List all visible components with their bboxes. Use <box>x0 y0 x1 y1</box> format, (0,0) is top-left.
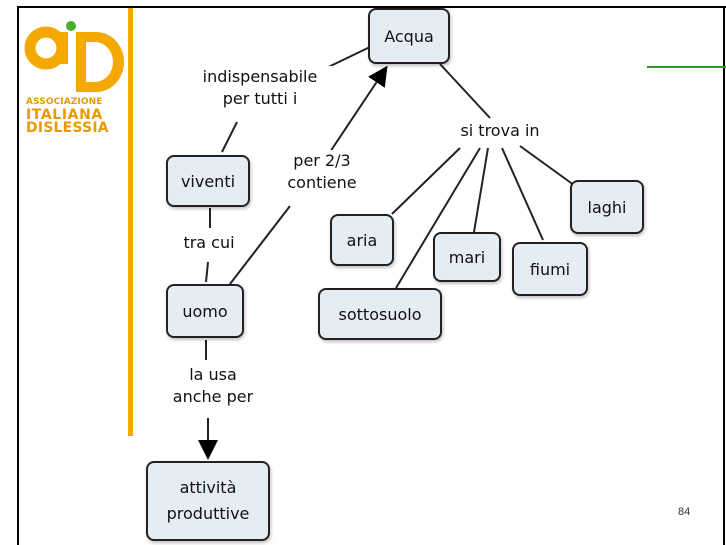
link-label-si-trova-in: si trova in <box>440 120 560 142</box>
link-label-indispensabile-line2: per tutti i <box>222 89 298 108</box>
node-mari-label: mari <box>448 247 486 267</box>
slide-border-right <box>723 6 725 545</box>
node-uomo: uomo <box>166 284 244 338</box>
link-sitrova-sottosuolo <box>395 147 481 289</box>
link-label-indispensabile: indispensabile per tutti i <box>186 66 334 110</box>
link-label-indispensabile-line1: indispensabile <box>202 67 318 86</box>
node-uomo-label: uomo <box>182 301 228 321</box>
node-acqua: Acqua <box>368 8 450 64</box>
logo-line-2: ITALIANA <box>26 107 103 123</box>
node-fiumi-label: fiumi <box>529 259 571 279</box>
logo-line-3: DISLESSIA <box>26 120 109 136</box>
link-sitrova-aria <box>391 147 461 215</box>
green-title-rule <box>647 66 726 68</box>
node-mari: mari <box>433 232 501 282</box>
logo-text: ASSOCIAZIONE ITALIANA DISLESSIA <box>26 96 126 135</box>
link-acqua-sitrova <box>439 63 491 119</box>
link-indispensabile-viventi <box>221 121 238 153</box>
link-tracui-uomo <box>205 261 209 283</box>
slide-border-top <box>17 6 726 8</box>
node-viventi: viventi <box>166 155 250 207</box>
node-laghi-label: laghi <box>587 197 627 217</box>
link-label-la-usa: la usa anche per <box>166 364 260 408</box>
node-viventi-label: viventi <box>180 171 236 191</box>
node-attivita-line1: attività <box>179 478 237 497</box>
link-label-lausa-line1: la usa <box>189 365 237 384</box>
logo-line-1: ASSOCIAZIONE <box>26 97 103 107</box>
node-attivita-produttive: attività produttive <box>146 461 270 541</box>
link-per23-acqua <box>329 65 388 153</box>
page-number: 84 <box>678 506 691 518</box>
link-label-tra-cui-text: tra cui <box>183 233 235 252</box>
node-fiumi: fiumi <box>512 242 588 296</box>
link-label-si-trova-in-text: si trova in <box>460 121 540 140</box>
node-attivita-line2: produttive <box>166 504 250 523</box>
node-sottosuolo: sottosuolo <box>318 288 442 340</box>
link-label-per-2-3: per 2/3 contiene <box>272 150 372 194</box>
link-label-tra-cui: tra cui <box>172 232 246 254</box>
link-label-per23-line2: contiene <box>287 173 357 192</box>
link-sitrova-mari <box>473 147 489 233</box>
node-acqua-label: Acqua <box>384 26 434 46</box>
node-aria-label: aria <box>346 230 378 250</box>
link-uomo-per23 <box>229 205 291 285</box>
slide-border-left <box>17 6 19 545</box>
link-label-lausa-line2: anche per <box>172 387 254 406</box>
aid-logo-icon <box>24 21 124 92</box>
node-laghi: laghi <box>570 180 644 234</box>
link-sitrova-fiumi <box>501 147 544 241</box>
node-sottosuolo-label: sottosuolo <box>338 304 422 324</box>
orange-accent-bar <box>128 8 133 436</box>
link-sitrova-laghi <box>519 145 579 189</box>
node-aria: aria <box>330 214 394 266</box>
link-label-per23-line1: per 2/3 <box>293 151 351 170</box>
